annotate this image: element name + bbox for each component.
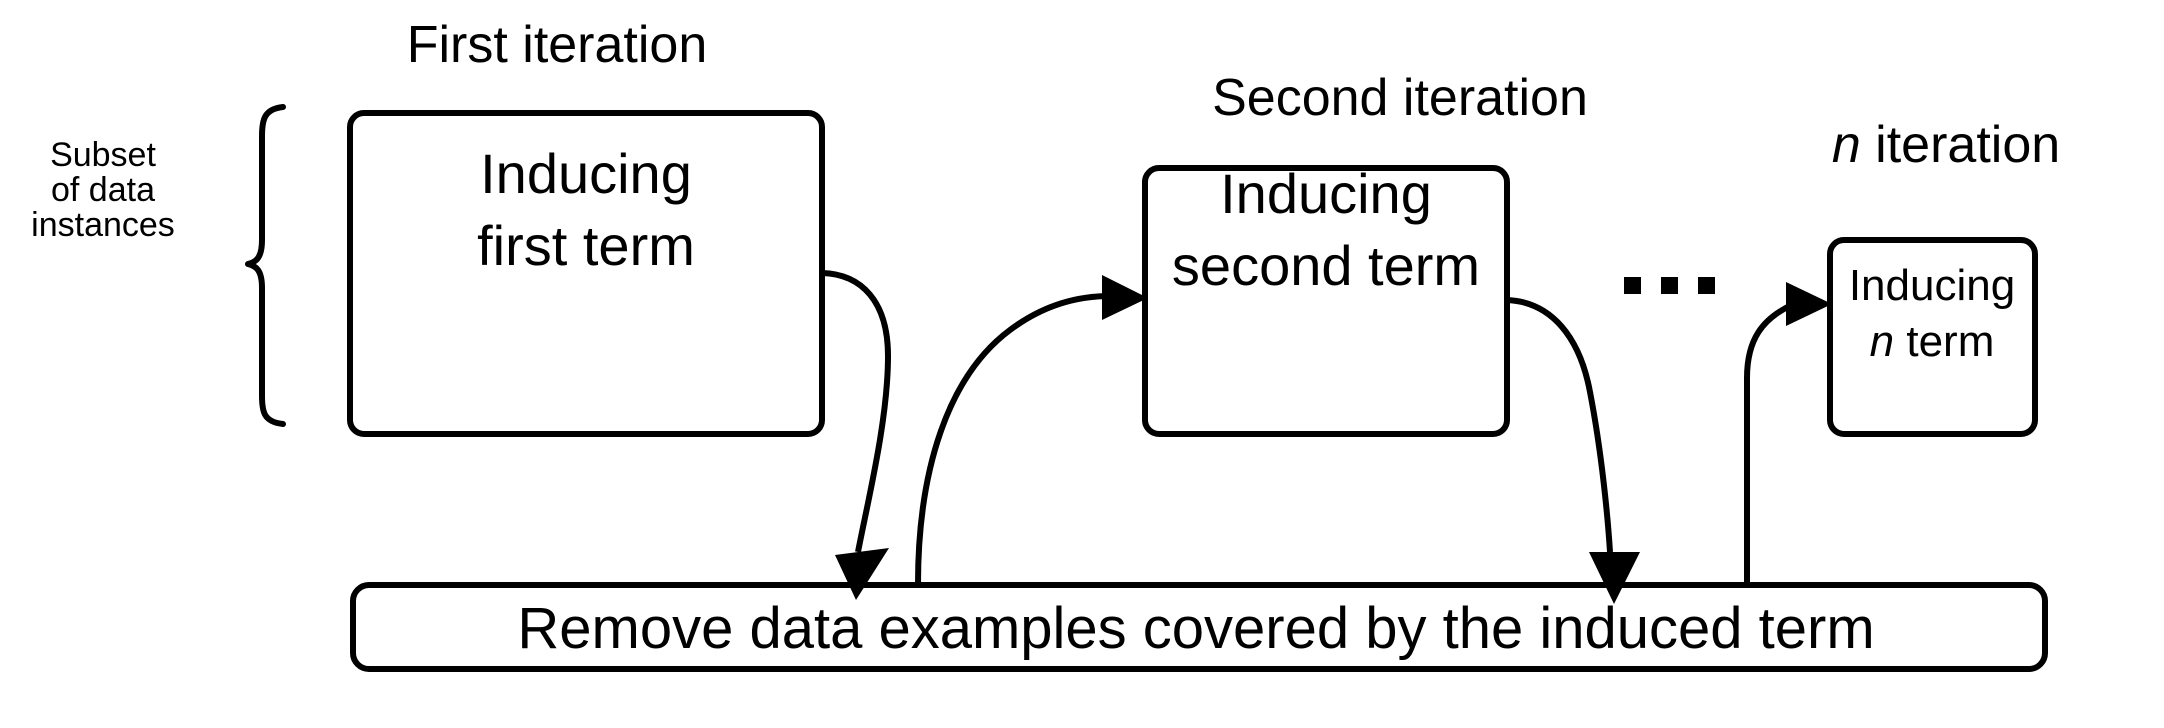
title-n-iteration-symbol: n [1832, 116, 1861, 174]
box-3-label-n-symbol: n [1870, 317, 1894, 366]
subset-brace [245, 104, 286, 427]
box-3-label-line-2: n term [1870, 317, 1995, 366]
box-1-label-line-2: first term [477, 214, 695, 277]
title-n-iteration-suffix: iteration [1861, 116, 2060, 174]
box-inducing-n-term[interactable] [1827, 237, 2038, 437]
arrow-head-down-left [835, 548, 889, 600]
arrow-second-term-to-remove [1506, 297, 1640, 604]
subset-label-line-3: instances [31, 206, 175, 244]
title-second-iteration: Second iteration [1212, 69, 1588, 127]
title-first-iteration: First iteration [407, 16, 708, 74]
box-1-label-line-1: Inducing [480, 142, 692, 205]
arrow-head-right-second [1102, 275, 1148, 320]
box-3-label-term-suffix: term [1894, 317, 1994, 366]
arrow-head-right-n [1786, 282, 1832, 326]
box-remove-covered-examples[interactable] [350, 582, 2048, 672]
remove-covered-examples-label: Remove data examples covered by the indu… [517, 596, 1874, 661]
box-3-label: Inducing n term [1849, 261, 2015, 366]
box-2-label: Inducing second term [1172, 162, 1480, 297]
arrow-remove-to-n-term [1744, 282, 1832, 584]
box-3-label-line-1: Inducing [1849, 261, 2015, 310]
subset-brace-label: Subset of data instances [31, 136, 175, 244]
subset-label-line-2: of data [51, 171, 155, 209]
arrow-head-down-right [1589, 552, 1640, 604]
arrow-remove-to-second-term [915, 275, 1148, 585]
subset-label-line-1: Subset [50, 136, 156, 174]
ellipsis-dots [1624, 277, 1715, 294]
title-n-iteration: n iteration [1832, 116, 2060, 174]
box-1-label: Inducing first term [477, 142, 695, 277]
box-2-label-line-1: Inducing [1220, 162, 1432, 225]
arrow-first-term-to-remove [821, 270, 892, 600]
box-2-label-line-2: second term [1172, 234, 1480, 297]
